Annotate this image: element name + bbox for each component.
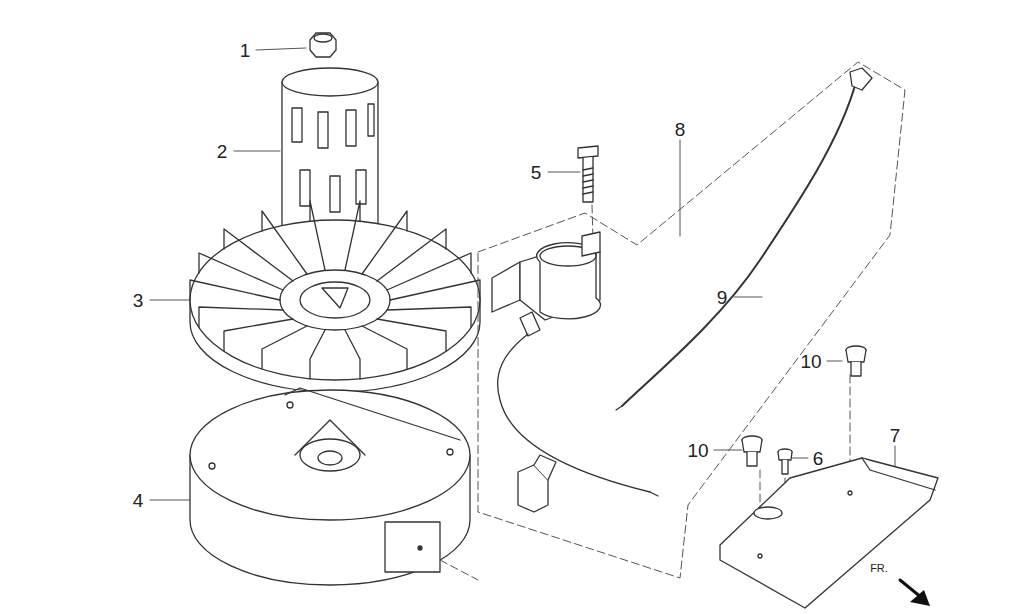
callout-number: 9	[717, 288, 728, 307]
callout-number: 7	[890, 426, 901, 445]
callout-number: 8	[675, 120, 686, 139]
callout-number: 5	[531, 163, 542, 182]
direction-label: FR.	[870, 563, 888, 574]
callout-number: 10	[687, 441, 708, 460]
callout-number: 2	[217, 142, 228, 161]
callout-number: 1	[240, 41, 251, 60]
callout-number: 4	[133, 491, 144, 510]
callout-number: 3	[133, 291, 144, 310]
callout-number: 10	[800, 352, 821, 371]
callout-number: 6	[813, 449, 824, 468]
